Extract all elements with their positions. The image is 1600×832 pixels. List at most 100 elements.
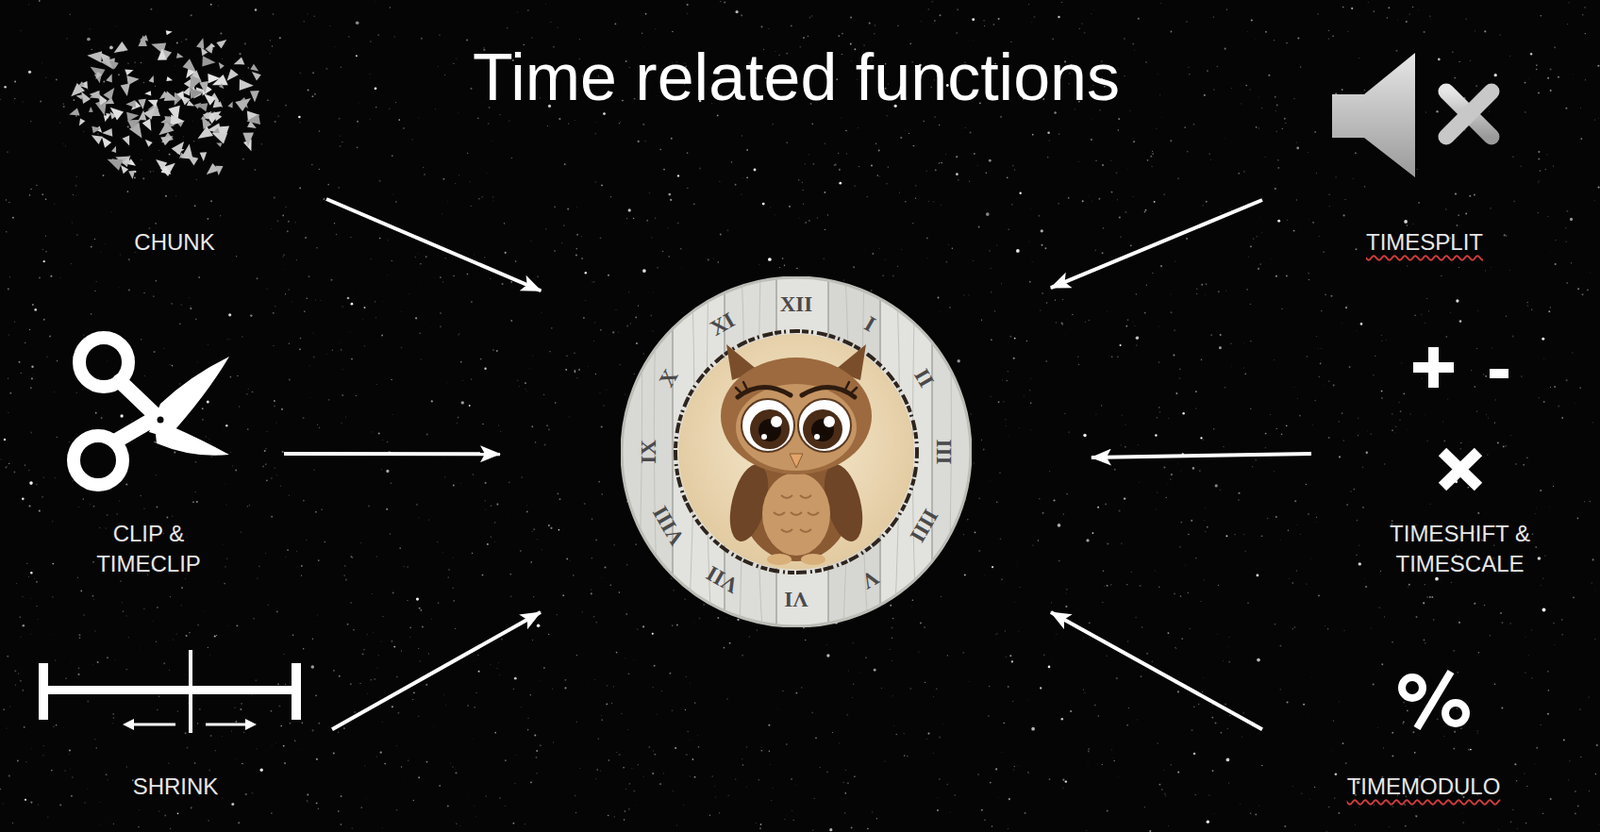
star: [394, 35, 396, 37]
star: [350, 683, 352, 685]
star: [938, 736, 941, 739]
star: [1102, 227, 1105, 230]
star: [76, 392, 78, 394]
star: [698, 746, 700, 749]
star: [1588, 271, 1591, 274]
star: [370, 593, 373, 596]
star: [535, 772, 537, 774]
star: [1007, 370, 1009, 372]
star: [75, 175, 78, 178]
star: [382, 300, 384, 302]
star: [470, 300, 473, 303]
star: [807, 35, 809, 37]
star: [439, 276, 442, 279]
star: [1387, 825, 1390, 828]
star: [832, 732, 834, 734]
star: [1550, 89, 1552, 92]
star: [1566, 282, 1568, 284]
star: [66, 37, 67, 39]
star: [458, 174, 460, 176]
star: [288, 343, 290, 345]
star: [1467, 486, 1470, 489]
star: [590, 588, 592, 590]
star: [140, 338, 142, 340]
star: [1210, 159, 1212, 161]
star: [1016, 765, 1019, 767]
star: [186, 747, 189, 750]
star: [4, 466, 7, 469]
star: [852, 642, 854, 644]
star: [294, 221, 296, 223]
star: [170, 302, 173, 305]
star: [1144, 312, 1146, 314]
star: [684, 709, 686, 711]
star: [391, 414, 394, 417]
star: [1008, 434, 1011, 437]
star: [1488, 111, 1490, 113]
star: [30, 801, 33, 804]
star: [1574, 790, 1577, 793]
star: [279, 36, 282, 39]
star: [1500, 707, 1503, 710]
star: [637, 304, 639, 306]
star: [128, 146, 130, 148]
star: [616, 651, 618, 654]
star: [527, 717, 529, 719]
star: [75, 184, 78, 187]
star: [1083, 32, 1086, 34]
star: [1331, 295, 1334, 298]
star: [593, 281, 596, 284]
star: [722, 647, 725, 650]
star: [674, 747, 677, 750]
star: [983, 819, 986, 822]
star: [635, 342, 638, 345]
star: [484, 500, 486, 501]
star: [1126, 583, 1128, 585]
star: [1193, 123, 1196, 126]
star: [332, 349, 334, 350]
star: [1026, 340, 1028, 342]
star: [1029, 429, 1032, 432]
star: [41, 193, 44, 196]
star: [1402, 701, 1404, 703]
star: [305, 539, 307, 541]
star: [1476, 348, 1478, 350]
star: [1473, 602, 1476, 605]
star: [656, 266, 659, 269]
star: [1513, 200, 1516, 202]
star: [1203, 519, 1206, 522]
star: [406, 566, 408, 567]
star: [881, 687, 884, 690]
star: [439, 325, 442, 328]
star: [1095, 250, 1097, 251]
star: [885, 115, 888, 117]
star: [1592, 558, 1595, 561]
star: [280, 725, 283, 728]
star: [1381, 663, 1384, 666]
star: [963, 294, 966, 297]
star: [366, 692, 368, 695]
star: [1273, 470, 1276, 473]
star: [273, 400, 276, 402]
star: [35, 184, 37, 186]
star: [70, 263, 73, 266]
star: [69, 767, 72, 770]
star: [596, 768, 598, 770]
star: [1300, 66, 1302, 68]
star: [553, 250, 556, 252]
star: [265, 209, 267, 212]
star: [283, 267, 286, 270]
star: [843, 782, 845, 784]
star: [651, 330, 654, 333]
star: [38, 276, 41, 279]
star: [746, 149, 749, 151]
star: [1531, 309, 1533, 311]
star: [1205, 200, 1208, 203]
star: [1322, 250, 1324, 252]
star: [62, 726, 65, 729]
star: [644, 140, 647, 143]
star: [173, 450, 176, 453]
star: [650, 236, 652, 238]
star: [308, 365, 311, 367]
star: [759, 827, 762, 830]
